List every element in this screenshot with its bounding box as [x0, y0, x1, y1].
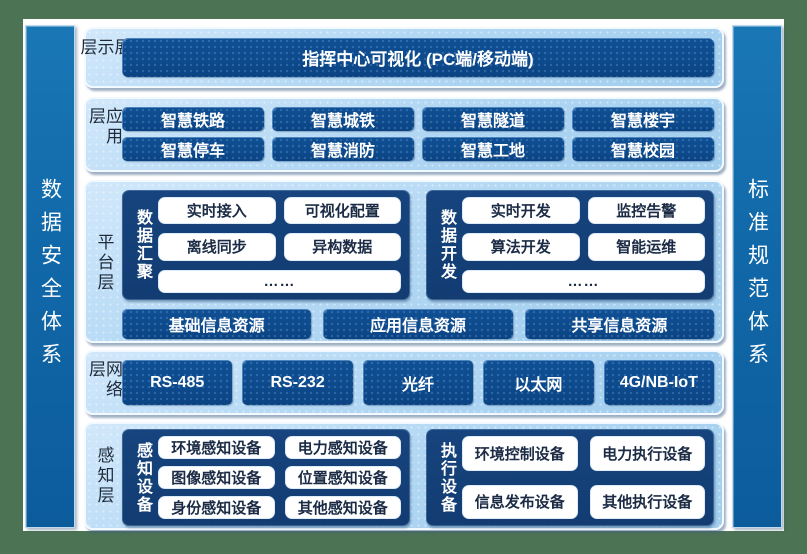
application-grid: 智慧铁路 智慧城铁 智慧隧道 智慧楼宇 智慧停车 智慧消防 智慧工地 智慧校园 — [122, 107, 714, 161]
pillar-data-security: 数据安全体系 — [25, 25, 75, 528]
app-box-smart-railway: 智慧铁路 — [122, 107, 264, 131]
pill-power-sensing: 电力感知设备 — [284, 436, 401, 459]
network-box-4g-nbiot: 4G/NB-IoT — [603, 360, 714, 405]
group-label-actuator-devices: 执行设备 — [438, 441, 455, 514]
layer-label-network: 网络层 — [86, 360, 122, 400]
pill-realtime-access: 实时接入 — [158, 197, 276, 225]
group-data-aggregation: 数据汇聚 实时接入 可视化配置 离线同步 异构数据 …… — [122, 190, 410, 300]
diagram-inner-area: 数据安全体系 展示层 指挥中心可视化 (PC端/移动端) 应用层 智慧铁路 智慧… — [23, 19, 784, 531]
network-content: RS-485 RS-232 光纤 以太网 4G/NB-IoT — [122, 360, 722, 405]
resource-basic-info: 基础信息资源 — [122, 309, 312, 339]
app-box-smart-firefighting: 智慧消防 — [272, 137, 414, 161]
network-box-rs485: RS-485 — [122, 360, 233, 405]
app-box-smart-metro: 智慧城铁 — [272, 107, 414, 131]
layer-panel-network: 网络层 RS-485 RS-232 光纤 以太网 4G/NB-IoT — [84, 350, 724, 415]
data-development-pills: 实时开发 监控告警 算法开发 智能运维 …… — [462, 197, 705, 293]
pill-realtime-dev: 实时开发 — [462, 197, 580, 225]
group-actuator-devices: 执行设备 环境控制设备 电力执行设备 信息发布设备 其他执行设备 — [426, 429, 714, 526]
layer-label-display: 展示层 — [77, 38, 131, 58]
network-box-ethernet: 以太网 — [483, 360, 594, 405]
pill-visual-config: 可视化配置 — [283, 197, 401, 225]
perception-content: 感知设备 环境感知设备 电力感知设备 图像感知设备 位置感知设备 身份感知设备 … — [122, 429, 722, 526]
pill-identity-sensing: 身份感知设备 — [158, 496, 275, 519]
display-content: 指挥中心可视化 (PC端/移动端) — [122, 38, 722, 77]
layer-panel-perception: 感知层 感知设备 环境感知设备 电力感知设备 图像感知设备 位置感知设备 身份感… — [84, 422, 724, 530]
app-box-smart-tunnel: 智慧隧道 — [422, 107, 564, 131]
group-label-sensing-devices: 感知设备 — [134, 441, 151, 514]
platform-groups: 数据汇聚 实时接入 可视化配置 离线同步 异构数据 …… 数据开发 — [122, 190, 714, 300]
pill-env-control: 环境控制设备 — [462, 436, 578, 471]
app-box-smart-building: 智慧楼宇 — [572, 107, 714, 131]
pill-image-sensing: 图像感知设备 — [158, 466, 275, 489]
pill-monitor-alert: 监控告警 — [587, 197, 705, 225]
group-data-development: 数据开发 实时开发 监控告警 算法开发 智能运维 …… — [426, 190, 714, 300]
network-grid: RS-485 RS-232 光纤 以太网 4G/NB-IoT — [122, 360, 714, 405]
data-aggregation-pills: 实时接入 可视化配置 离线同步 异构数据 …… — [158, 197, 401, 293]
pill-more-development: …… — [462, 269, 705, 293]
pill-env-sensing: 环境感知设备 — [158, 436, 275, 459]
pill-other-actuator: 其他执行设备 — [589, 484, 705, 519]
resource-shared-info: 共享信息资源 — [524, 309, 714, 339]
command-center-banner: 指挥中心可视化 (PC端/移动端) — [122, 38, 714, 77]
group-sensing-devices: 感知设备 环境感知设备 电力感知设备 图像感知设备 位置感知设备 身份感知设备 … — [122, 429, 410, 526]
resource-row: 基础信息资源 应用信息资源 共享信息资源 — [122, 309, 714, 339]
layers-column: 展示层 指挥中心可视化 (PC端/移动端) 应用层 智慧铁路 智慧城铁 智慧隧道… — [77, 19, 724, 531]
app-box-smart-worksite: 智慧工地 — [422, 137, 564, 161]
pill-other-sensing: 其他感知设备 — [284, 496, 401, 519]
sensing-device-pills: 环境感知设备 电力感知设备 图像感知设备 位置感知设备 身份感知设备 其他感知设… — [158, 436, 401, 519]
layer-label-platform: 平台层 — [94, 232, 114, 293]
layer-panel-display: 展示层 指挥中心可视化 (PC端/移动端) — [77, 27, 724, 88]
app-box-smart-campus: 智慧校园 — [572, 137, 714, 161]
layer-label-application: 应用层 — [86, 107, 122, 147]
pill-info-publish: 信息发布设备 — [462, 484, 578, 519]
pillar-standards-label: 标准规范体系 — [745, 177, 769, 376]
platform-content: 数据汇聚 实时接入 可视化配置 离线同步 异构数据 …… 数据开发 — [122, 190, 722, 339]
pill-more-aggregation: …… — [158, 269, 401, 293]
pill-power-actuator: 电力执行设备 — [589, 436, 705, 471]
application-content: 智慧铁路 智慧城铁 智慧隧道 智慧楼宇 智慧停车 智慧消防 智慧工地 智慧校园 — [122, 107, 722, 161]
network-box-rs232: RS-232 — [242, 360, 353, 405]
pill-intelligent-ops: 智能运维 — [587, 233, 705, 261]
network-box-fiber: 光纤 — [362, 360, 474, 405]
pill-offline-sync: 离线同步 — [158, 233, 276, 261]
layer-panel-platform: 平台层 数据汇聚 实时接入 可视化配置 离线同步 异构数据 …… — [84, 180, 724, 343]
pillar-data-security-label: 数据安全体系 — [38, 177, 62, 376]
layer-panel-application: 应用层 智慧铁路 智慧城铁 智慧隧道 智慧楼宇 智慧停车 智慧消防 智慧工地 智… — [84, 97, 724, 172]
app-box-smart-parking: 智慧停车 — [122, 137, 264, 161]
pill-algorithm-dev: 算法开发 — [462, 233, 580, 261]
group-label-data-development: 数据开发 — [438, 209, 455, 281]
group-label-data-aggregation: 数据汇聚 — [134, 209, 151, 281]
layer-label-perception: 感知层 — [94, 445, 114, 506]
actuator-device-pills: 环境控制设备 电力执行设备 信息发布设备 其他执行设备 — [462, 436, 705, 519]
pillar-standards: 标准规范体系 — [732, 25, 782, 528]
pill-heterogeneous-data: 异构数据 — [283, 233, 401, 261]
pill-location-sensing: 位置感知设备 — [284, 466, 401, 489]
resource-application-info: 应用信息资源 — [323, 309, 513, 339]
perception-groups: 感知设备 环境感知设备 电力感知设备 图像感知设备 位置感知设备 身份感知设备 … — [122, 429, 714, 526]
